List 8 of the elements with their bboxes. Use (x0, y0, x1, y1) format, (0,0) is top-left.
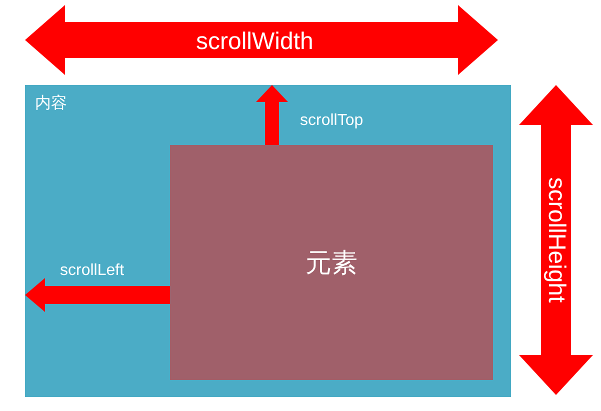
direction-label: scrollTop (300, 112, 364, 130)
box-title: 内容 (35, 94, 67, 114)
box-title: 元素 (306, 246, 358, 279)
dimension-label: scrollWidth (196, 28, 314, 56)
element-box (170, 145, 493, 380)
dimension-label: scrollHeight (542, 177, 570, 303)
content-area (25, 85, 511, 397)
direction-label: scrollLeft (60, 262, 124, 280)
